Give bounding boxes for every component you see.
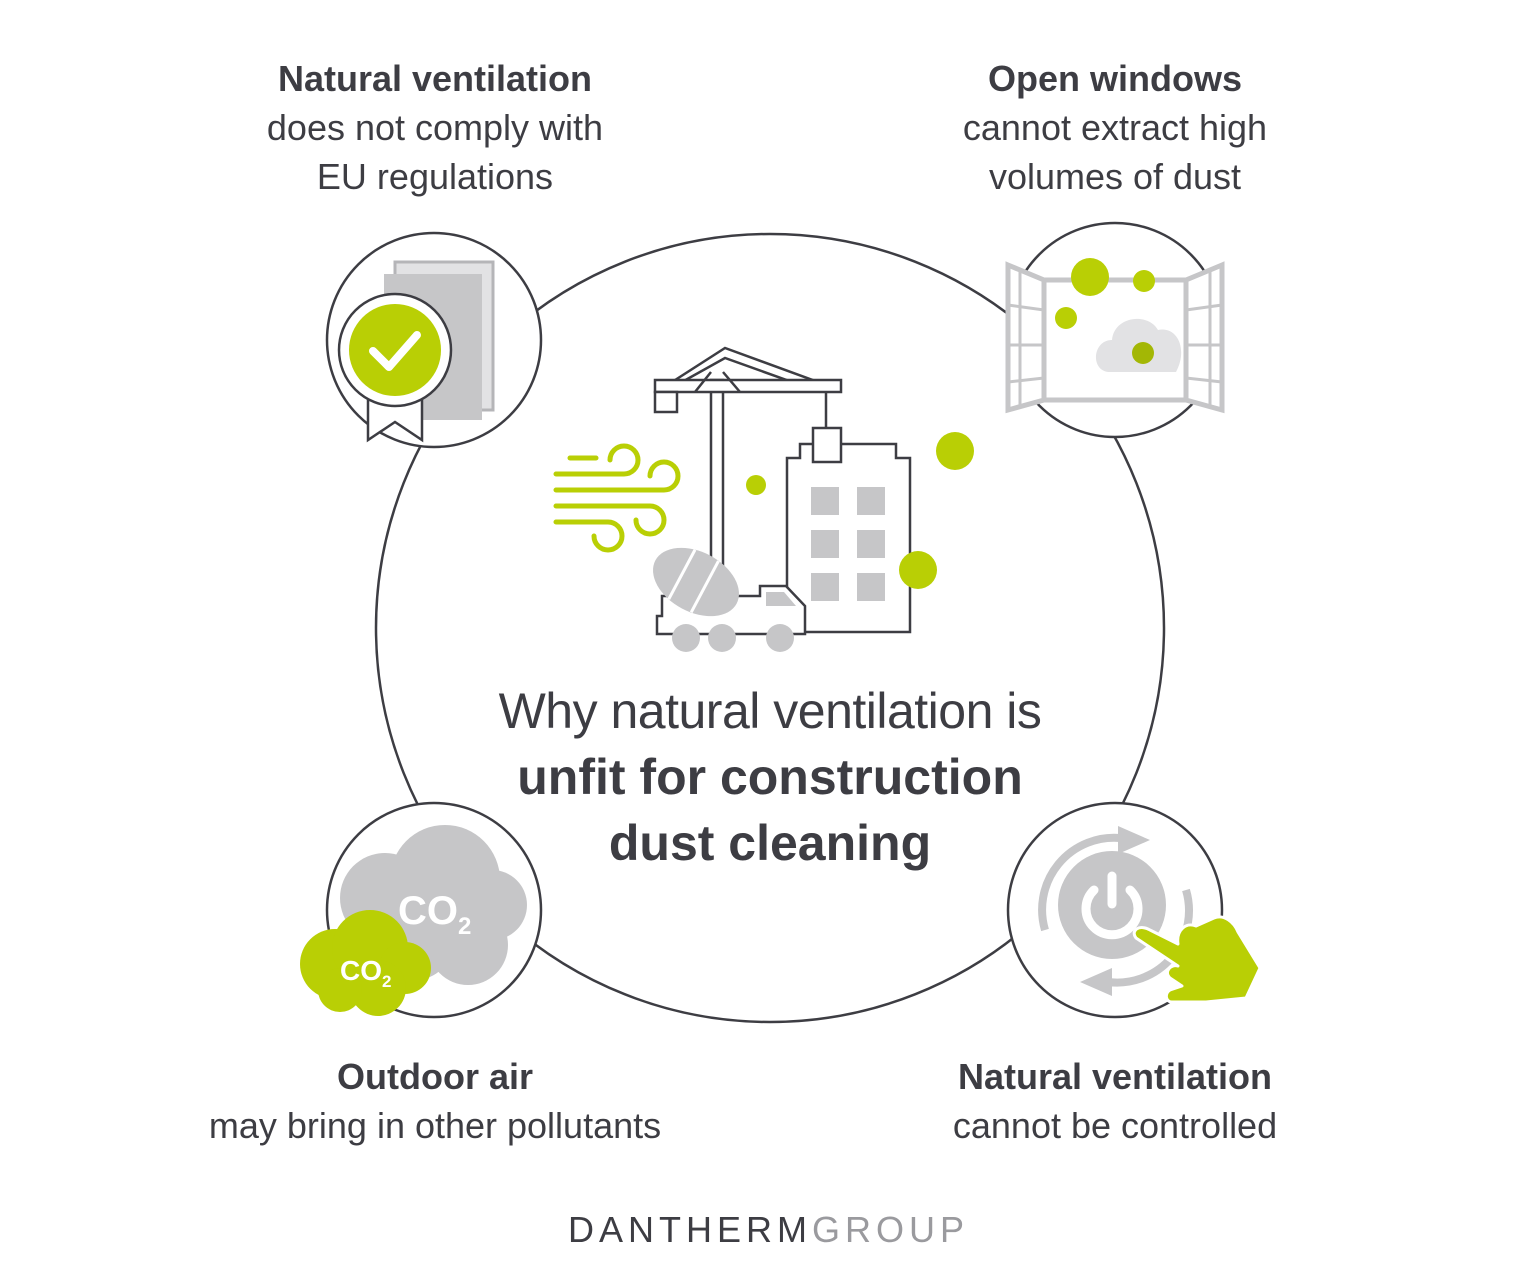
logo-group: GROUP — [812, 1209, 970, 1250]
caption-title: Open windows — [987, 58, 1242, 99]
dantherm-logo: DANTHERMGROUP — [568, 1205, 968, 1255]
co2-clouds-icon: CO2 CO2 — [300, 801, 543, 1019]
caption-outdoor-air: Outdoor air may bring in other pollutant… — [155, 1052, 715, 1150]
certificate-check-icon — [325, 231, 543, 449]
caption-text: cannot be controlled — [952, 1105, 1278, 1146]
caption-regulations: Natural ventilation does not comply with… — [155, 54, 715, 201]
central-ring — [374, 232, 1166, 1024]
headline: Why natural ventilation is unfit for con… — [440, 678, 1100, 876]
logo-brand: DANTHERM — [568, 1209, 812, 1250]
co2-small-label: CO2 — [340, 955, 391, 991]
headline-line: Why natural ventilation is — [498, 683, 1042, 739]
caption-text: cannot extract high — [962, 107, 1268, 148]
co2-large-label: CO2 — [398, 889, 471, 940]
headline-line: unfit for construction — [517, 749, 1023, 805]
caption-title: Natural ventilation — [277, 58, 593, 99]
caption-open-windows: Open windows cannot extract high volumes… — [835, 54, 1395, 201]
caption-control: Natural ventilation cannot be controlled — [835, 1052, 1395, 1150]
caption-title: Outdoor air — [337, 1056, 533, 1097]
caption-title: Natural ventilation — [957, 1056, 1273, 1097]
caption-text: EU regulations — [316, 156, 554, 197]
caption-text: volumes of dust — [988, 156, 1242, 197]
headline-line: dust cleaning — [608, 815, 932, 871]
open-window-dust-icon — [1005, 221, 1225, 439]
caption-text: does not comply with — [266, 107, 604, 148]
caption-text: may bring in other pollutants — [208, 1105, 662, 1146]
construction-site-icon — [553, 346, 974, 652]
power-button-hand-icon — [1006, 801, 1262, 1019]
